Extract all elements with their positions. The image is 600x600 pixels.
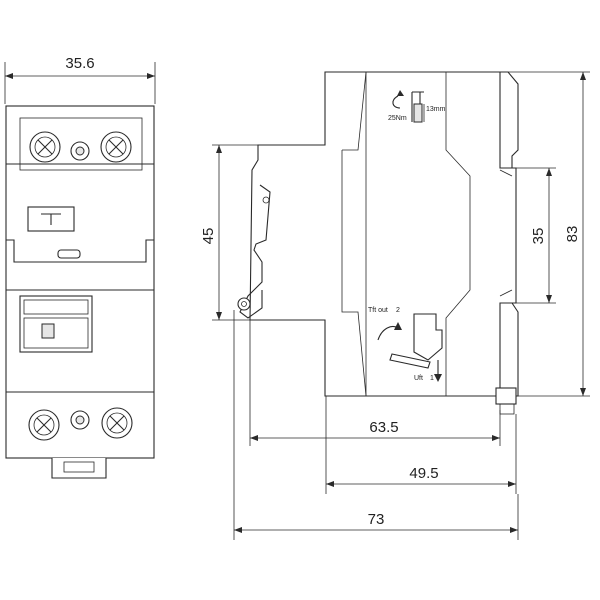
- side-view: 25Nm 13mm Tft out 2 Uft 1: [200, 71, 590, 540]
- terminal-screw-icon: [29, 131, 61, 163]
- din-clip: [51, 458, 107, 479]
- front-body: [5, 105, 155, 459]
- dimension-depth-73: 73: [233, 310, 519, 540]
- dimension-depth-63-5: 63.5: [249, 320, 501, 446]
- indicator-led: [70, 141, 90, 161]
- lift-label: Uft: [414, 375, 423, 382]
- trip-mechanism: Tft out 2 Uft 1: [368, 307, 443, 382]
- dimension-depth-49-5: 49.5: [325, 396, 517, 494]
- terminal-screw-icon: [28, 409, 60, 441]
- strip-length-label: 13mm: [426, 106, 446, 113]
- toggle-window: [19, 295, 93, 353]
- indicator-led: [70, 410, 90, 430]
- dimension-label-49-5: 49.5: [409, 465, 438, 482]
- dimension-label-83: 83: [564, 226, 581, 243]
- dimension-label-35: 35: [530, 228, 547, 245]
- trip-out-number: 2: [396, 307, 400, 314]
- dimension-height-83: 83: [500, 71, 590, 397]
- dimension-height-45: 45: [200, 144, 262, 321]
- lift-number: 1: [430, 375, 434, 382]
- dimension-label-35-6: 35.6: [65, 55, 94, 72]
- trip-out-label: Tft out: [368, 307, 388, 314]
- torque-label: 25Nm: [388, 115, 407, 122]
- front-view: 35.6: [4, 55, 156, 479]
- test-button-t-icon: [27, 206, 75, 232]
- terminal-screw-icon: [100, 131, 132, 163]
- strip-length-annotation: 13mm: [411, 91, 446, 123]
- dimension-front-width: 35.6: [4, 55, 156, 104]
- dimension-label-73: 73: [368, 511, 385, 528]
- dimension-label-63-5: 63.5: [369, 419, 398, 436]
- terminal-screw-icon: [101, 407, 133, 439]
- dimension-label-45: 45: [200, 228, 217, 245]
- dimension-height-35: 35: [516, 167, 556, 304]
- torque-annotation: 25Nm: [388, 90, 407, 122]
